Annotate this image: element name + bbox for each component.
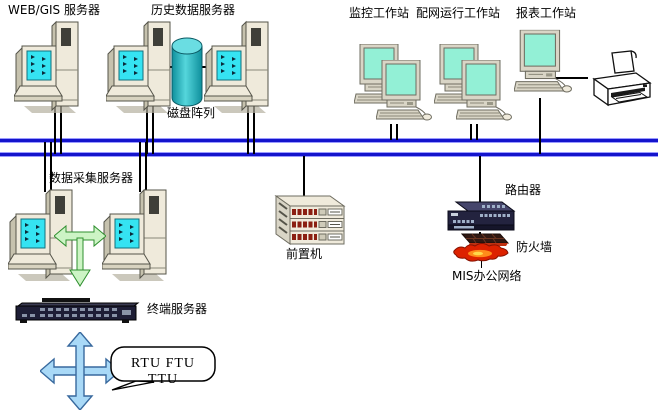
router-label: 路由器 xyxy=(505,183,542,197)
front-end-processor-icon xyxy=(274,195,346,245)
ethernet-bus-line-2 xyxy=(0,152,658,157)
connector-webgis-a xyxy=(54,106,56,154)
daq-server-label: 数据采集服务器 xyxy=(49,171,134,185)
connector-daq2-b xyxy=(145,142,147,192)
webgis-server-icon xyxy=(14,20,82,114)
rtu-callout-label: RTU FTU TTU xyxy=(130,356,196,387)
connector-history1-b xyxy=(152,106,154,154)
connector-daq1-a xyxy=(44,142,46,192)
history-server-icon-2 xyxy=(204,20,272,114)
report-workstation-icon xyxy=(514,28,572,98)
firewall-label: 防火墙 xyxy=(516,240,553,254)
rtu-callout-bubble xyxy=(110,346,216,391)
connector-dist-ws-a xyxy=(470,124,472,140)
daq-server-icon-2 xyxy=(102,188,170,282)
terminal-server-label: 终端服务器 xyxy=(147,302,208,316)
connector-history2-a xyxy=(247,106,249,154)
disk-array-icon xyxy=(171,37,203,107)
webgis-server-label: WEB/GIS 服务器 xyxy=(8,3,100,17)
connector-dist-ws-b xyxy=(476,124,478,140)
monitor-workstation-label: 监控工作站 xyxy=(349,6,410,20)
connector-monitor-ws-b xyxy=(396,124,398,140)
connector-firewall-mis xyxy=(481,259,482,268)
terminal-server-icon xyxy=(15,298,140,323)
monitor-workstation-pair-icon xyxy=(354,44,432,121)
connector-daq1-b xyxy=(50,142,52,192)
printer-icon xyxy=(586,50,654,114)
history-server-icon-1 xyxy=(106,20,174,114)
connector-webgis-b xyxy=(60,106,62,154)
green-sync-arrow-icon xyxy=(54,224,106,287)
connector-report-ws xyxy=(539,98,541,154)
ethernet-bus-line-1 xyxy=(0,138,658,143)
connector-daq2-a xyxy=(139,142,141,192)
firewall-icon xyxy=(453,233,510,262)
connector-report-printer xyxy=(556,77,588,79)
distribution-workstation-label: 配网运行工作站 xyxy=(416,6,501,20)
connector-history1-a xyxy=(146,106,148,154)
connector-frontend xyxy=(303,156,305,198)
disk-array-label: 磁盘阵列 xyxy=(167,106,216,120)
history-server-label: 历史数据服务器 xyxy=(151,3,236,17)
front-end-processor-label: 前置机 xyxy=(286,247,323,261)
distribution-workstation-pair-icon xyxy=(434,44,512,121)
connector-router xyxy=(479,156,481,204)
mis-network-label: MIS办公网络 xyxy=(452,269,522,283)
connector-history2-b xyxy=(253,106,255,154)
report-workstation-label: 报表工作站 xyxy=(516,6,577,20)
connector-monitor-ws-a xyxy=(390,124,392,140)
router-icon xyxy=(447,201,516,231)
blue-cross-arrow-icon xyxy=(40,332,120,410)
